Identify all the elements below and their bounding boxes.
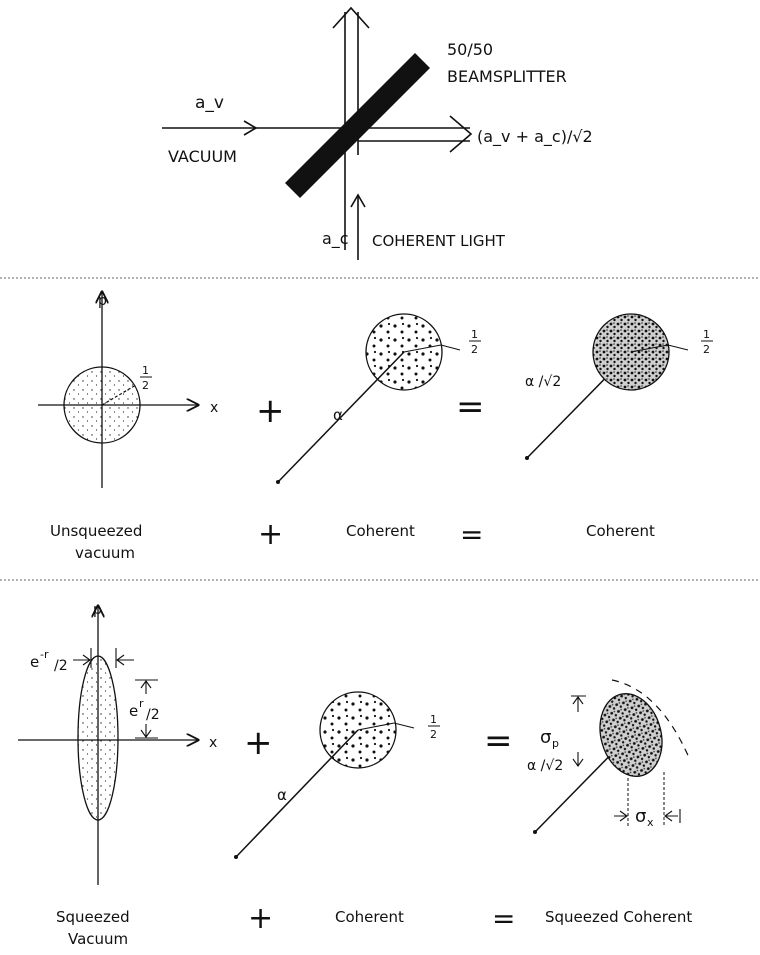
output-radius-num: 1 — [703, 328, 710, 341]
beamsplitter-section: 50/50 BEAMSPLITTER a_v VACUUM (a_v + a_c… — [162, 6, 593, 260]
caption-plus: + — [258, 517, 283, 552]
caption-coherent-mid-squeezed: Coherent — [335, 908, 404, 926]
coherent-radius-den: 2 — [471, 343, 478, 356]
height-label-exp: r — [139, 697, 144, 710]
width-arrow-left — [73, 654, 91, 666]
row-squeezed: p x e -r /2 e r /2 + α 1 2 = α / — [18, 602, 692, 948]
plus-sign: + — [256, 391, 285, 431]
sigma-x-sub: x — [647, 816, 654, 829]
width-label-den: /2 — [54, 658, 68, 674]
sigma-p-arrow-bottom — [572, 752, 584, 767]
axis-p-label: p — [98, 293, 107, 309]
caption-equals: = — [460, 518, 483, 551]
plus-sign-squeezed: + — [244, 723, 273, 763]
coherent-radius — [403, 344, 442, 353]
output-arrowhead — [449, 115, 473, 153]
alpha-label: α — [333, 406, 343, 424]
vacuum-arrowhead — [243, 120, 258, 136]
width-label-e: e — [30, 653, 39, 671]
sigma-p-arrow-top — [571, 695, 586, 712]
coherent-radius-ext — [440, 344, 461, 351]
equals-sign: = — [456, 387, 485, 427]
caption-squeezed-line1: Squeezed — [56, 908, 130, 926]
caption-squeezed-coherent: Squeezed Coherent — [545, 908, 692, 926]
height-arrow-bottom — [140, 724, 152, 738]
axis-p-squeezed: p — [93, 602, 102, 618]
vacuum-label: VACUUM — [168, 147, 237, 166]
alpha-sqrt2-label: α /√2 — [525, 374, 561, 390]
output-label: (a_v + a_c)/√2 — [477, 127, 593, 147]
caption-unsqueezed-line2: vacuum — [75, 544, 135, 562]
beamsplitter-slab — [285, 53, 430, 198]
up-arrow-head — [332, 6, 370, 29]
squeezed-coherent-ellipse — [599, 693, 663, 777]
axis-x-label: x — [210, 400, 218, 416]
output-radius — [630, 344, 669, 353]
sigma-x-arrow-left — [614, 810, 628, 822]
alpha-origin-dot — [276, 480, 280, 484]
alpha-sqrt2-label-squeezed: α /√2 — [527, 758, 563, 774]
coherent-symbol: a_c — [322, 229, 349, 249]
coherent-radius-squeezed — [357, 722, 395, 731]
width-arrow-right — [116, 654, 134, 666]
radius-num: 1 — [142, 364, 149, 377]
sigma-p-sub: p — [552, 737, 559, 750]
alpha-origin-dot-squeezed — [234, 855, 238, 859]
squeezed-vacuum-ellipse — [77, 655, 119, 821]
coherent-radius-ext-squeezed — [393, 722, 415, 729]
caption-squeezed-line2: Vacuum — [68, 930, 128, 948]
output-radius-ext — [667, 344, 689, 351]
height-label-den: /2 — [146, 707, 160, 723]
caption-coherent-mid: Coherent — [346, 522, 415, 540]
beamsplitter-title-line2: BEAMSPLITTER — [447, 67, 567, 86]
radius-line — [101, 384, 137, 406]
alpha-label-squeezed: α — [277, 786, 287, 804]
caption-equals-squeezed: = — [492, 902, 515, 935]
sigma-x-symbol: σ — [635, 806, 646, 827]
output-origin-dot-squeezed — [533, 830, 537, 834]
sigma-x-arrow-right — [664, 809, 681, 823]
coherent-radius-num-squeezed: 1 — [430, 713, 437, 726]
beamsplitter-title-line1: 50/50 — [447, 40, 493, 59]
equals-sign-squeezed: = — [484, 721, 513, 761]
coherent-radius-num: 1 — [471, 328, 478, 341]
axis-x-squeezed: x — [209, 735, 217, 751]
row-unsqueezed: p x 1 2 + α 1 2 = α /√2 1 2 Unsqueezed v… — [38, 292, 713, 562]
height-label-e: e — [129, 702, 138, 720]
coherent-input-arrowhead — [350, 193, 366, 208]
height-arrow-top — [140, 680, 152, 694]
output-origin-dot — [525, 456, 529, 460]
caption-plus-squeezed: + — [248, 901, 273, 936]
vacuum-symbol: a_v — [195, 93, 224, 113]
output-radius-den: 2 — [703, 343, 710, 356]
radius-den: 2 — [142, 379, 149, 392]
caption-unsqueezed-line1: Unsqueezed — [50, 522, 142, 540]
coherent-light-label: COHERENT LIGHT — [372, 232, 506, 250]
width-label-exp: -r — [40, 648, 49, 661]
caption-coherent-right: Coherent — [586, 522, 655, 540]
sigma-p-symbol: σ — [540, 727, 551, 748]
coherent-radius-den-squeezed: 2 — [430, 728, 437, 741]
